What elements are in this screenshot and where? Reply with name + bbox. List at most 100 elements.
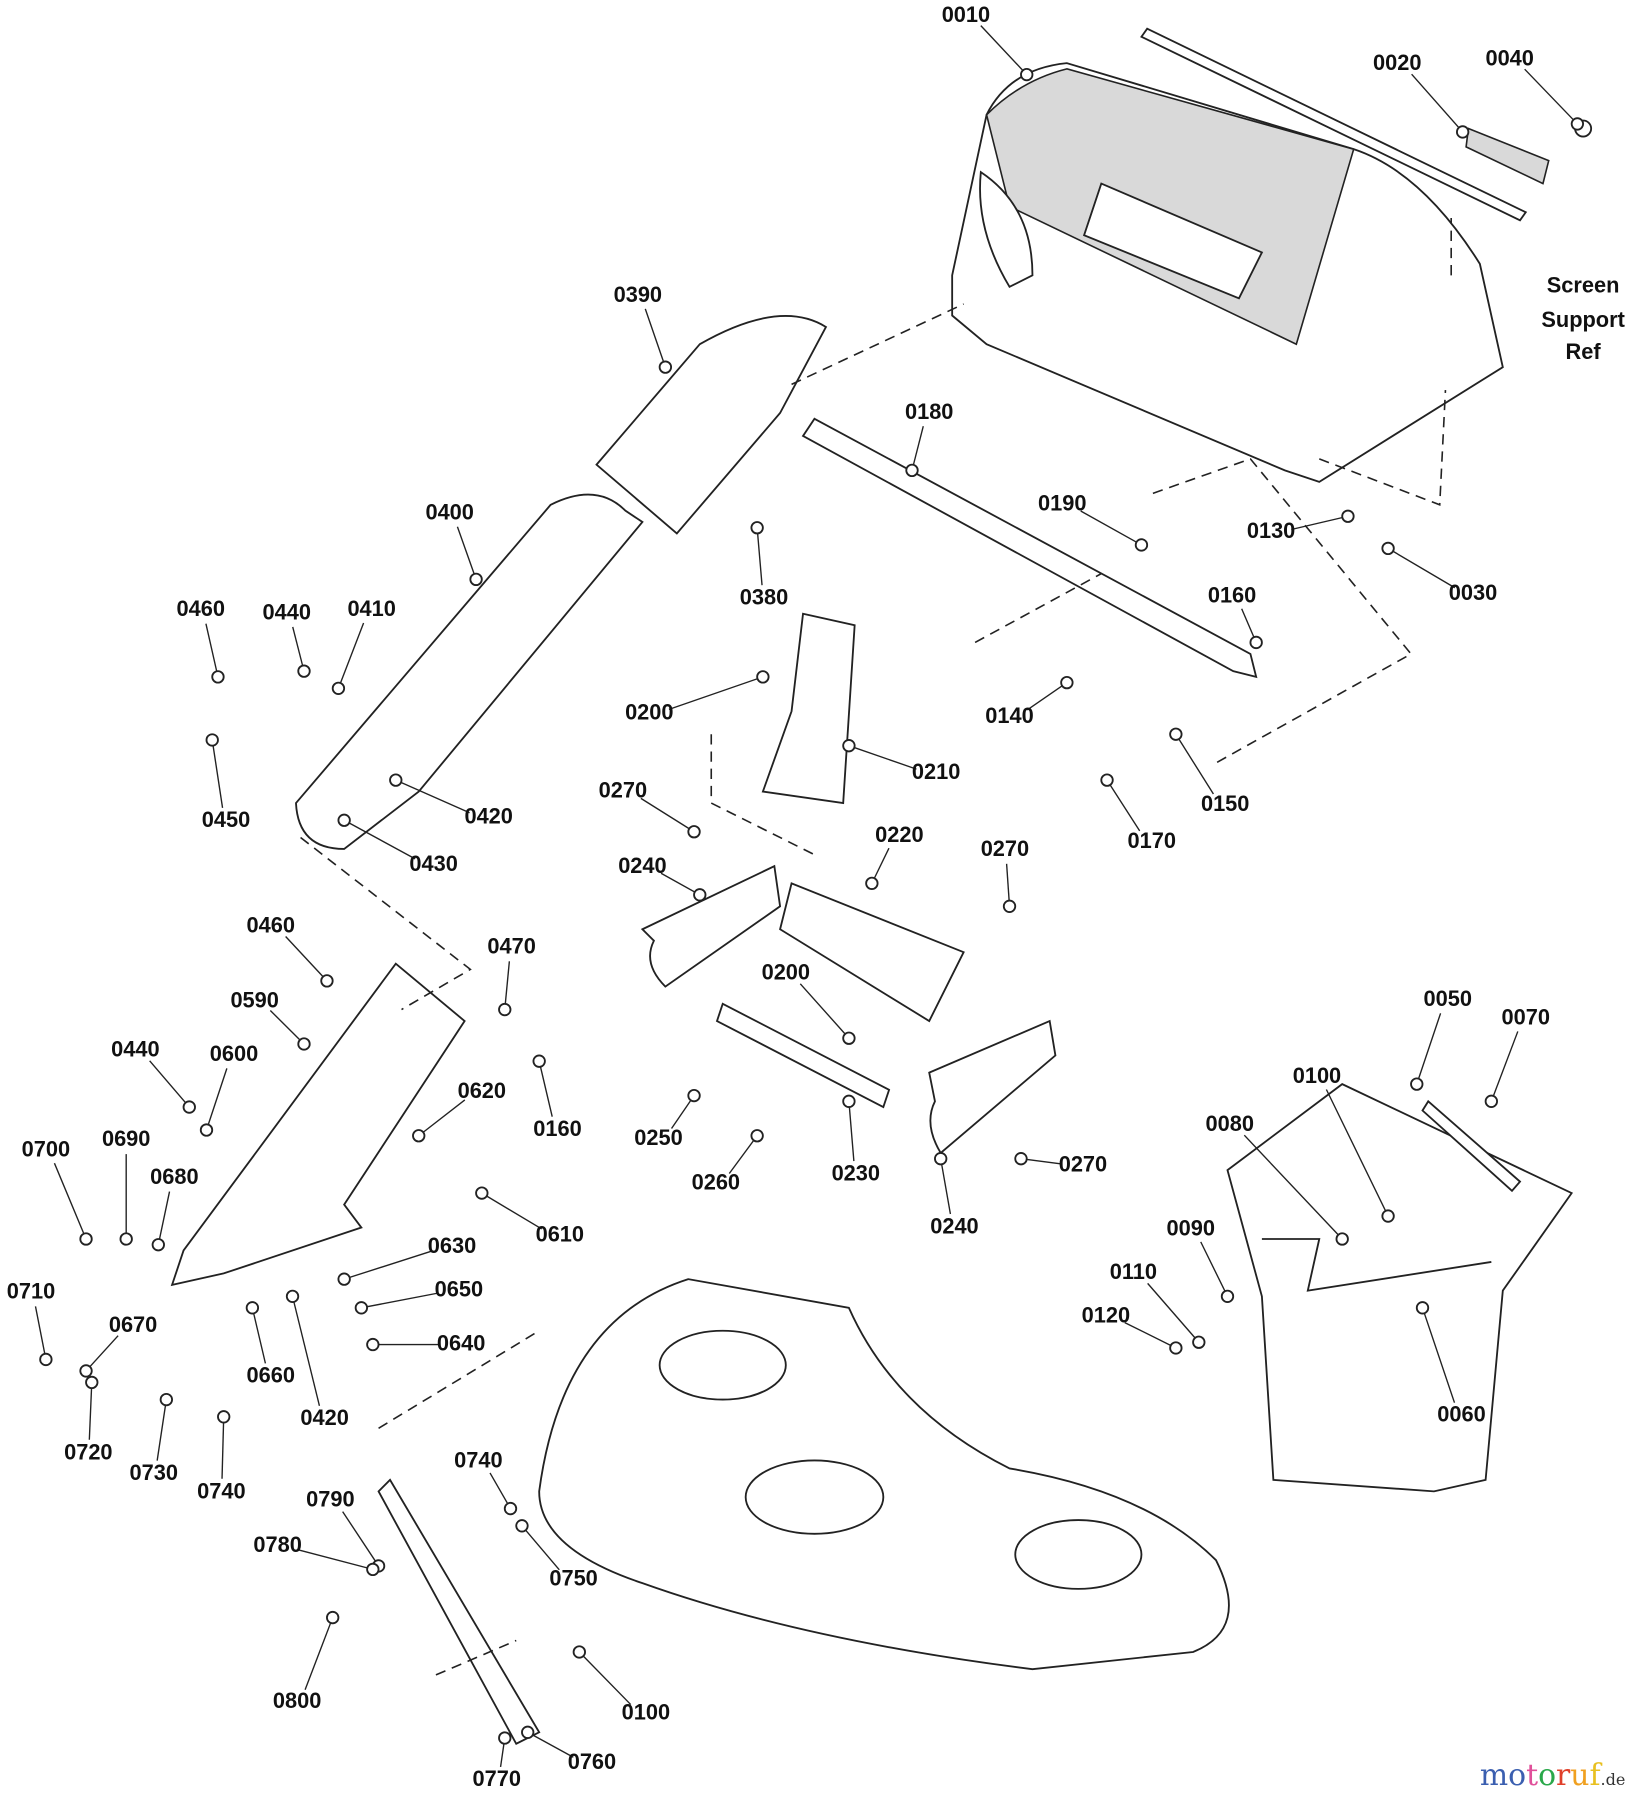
hardware-part bbox=[199, 1123, 214, 1137]
leader-line bbox=[53, 1162, 87, 1240]
part-number-label: 0020 bbox=[1373, 50, 1421, 75]
part-number-label: 0130 bbox=[1247, 518, 1295, 543]
leader-line bbox=[940, 1158, 952, 1215]
leader-line bbox=[297, 1548, 374, 1571]
part-number-label: 0200 bbox=[625, 699, 673, 724]
screen-support-ref-line1: Screen bbox=[1547, 273, 1620, 298]
hardware-part bbox=[39, 1352, 53, 1367]
hardware-part bbox=[119, 1232, 133, 1246]
hardware-part bbox=[865, 876, 879, 891]
hardware-part bbox=[1341, 509, 1355, 523]
hardware-part bbox=[326, 1610, 340, 1625]
screen-support-ref-line2: Support bbox=[1541, 307, 1624, 332]
part-number-label: 0270 bbox=[981, 836, 1029, 861]
rod-0070 bbox=[1421, 1099, 1522, 1193]
hardware-part bbox=[658, 360, 673, 374]
hardware-part bbox=[151, 1238, 165, 1252]
hardware-part bbox=[337, 1272, 351, 1286]
part-number-label: 0420 bbox=[300, 1405, 348, 1430]
leader-line bbox=[211, 739, 224, 808]
leader-line bbox=[342, 1511, 380, 1567]
part-number-label: 0250 bbox=[634, 1125, 682, 1150]
part-number-label: 0440 bbox=[263, 600, 311, 625]
part-number-label: 0040 bbox=[1485, 45, 1533, 70]
part-number-label: 0240 bbox=[930, 1213, 978, 1238]
leader-line bbox=[848, 1101, 855, 1162]
leader-line bbox=[848, 745, 917, 770]
part-number-label: 0460 bbox=[177, 596, 225, 621]
plate-0240-right bbox=[928, 1019, 1057, 1155]
hardware-part bbox=[521, 1725, 535, 1739]
part-number-label: 0100 bbox=[622, 1700, 670, 1725]
part-number-label: 0770 bbox=[472, 1766, 520, 1791]
leader-line bbox=[88, 1382, 93, 1440]
leader-line bbox=[1387, 547, 1456, 589]
leader-line bbox=[34, 1306, 47, 1360]
hardware-part bbox=[498, 1731, 512, 1745]
part-number-label: 0390 bbox=[614, 282, 662, 307]
leader-line bbox=[456, 526, 477, 580]
leader-line bbox=[660, 872, 701, 896]
part-number-label: 0590 bbox=[230, 987, 278, 1012]
leader-line bbox=[1291, 515, 1349, 531]
part-number-label: 0730 bbox=[129, 1460, 177, 1485]
hardware-part bbox=[1410, 1077, 1424, 1091]
discharge-tube bbox=[295, 493, 644, 850]
leader-line bbox=[980, 25, 1028, 76]
part-number-label: 0080 bbox=[1206, 1111, 1254, 1136]
leader-line bbox=[269, 1010, 305, 1045]
bracket-0210 bbox=[761, 612, 856, 805]
hardware-part bbox=[503, 1501, 518, 1516]
hardware-part bbox=[1381, 1209, 1395, 1223]
leader-line bbox=[504, 961, 511, 1010]
hardware-part bbox=[1014, 1152, 1028, 1166]
hardware-part bbox=[389, 773, 403, 787]
part-number-label: 0410 bbox=[347, 596, 395, 621]
hardware-part bbox=[756, 670, 770, 684]
leader-line bbox=[361, 1292, 439, 1309]
hardware-part bbox=[750, 521, 764, 535]
leader-line bbox=[1416, 1013, 1442, 1085]
part-number-label: 0060 bbox=[1437, 1401, 1485, 1426]
bar-0230 bbox=[715, 1002, 891, 1109]
part-number-label: 0430 bbox=[409, 851, 457, 876]
hardware-part bbox=[842, 1031, 856, 1045]
part-number-label: 0230 bbox=[832, 1161, 880, 1186]
part-number-label: 0790 bbox=[306, 1486, 354, 1511]
hardware-part bbox=[687, 1088, 701, 1103]
hardware-part bbox=[205, 733, 219, 747]
hardware-part bbox=[750, 1129, 764, 1143]
leader-line bbox=[291, 1296, 321, 1406]
leader-line bbox=[304, 1617, 334, 1691]
part-number-label: 0700 bbox=[22, 1136, 70, 1161]
part-number-label: 0220 bbox=[875, 822, 923, 847]
leader-line bbox=[1147, 1282, 1200, 1343]
hardware-part bbox=[297, 1037, 311, 1051]
lower-chute bbox=[170, 962, 466, 1287]
part-number-label: 0210 bbox=[912, 759, 960, 784]
hardware-part bbox=[159, 1392, 173, 1407]
hardware-part bbox=[1220, 1289, 1235, 1304]
leader-line bbox=[1026, 682, 1068, 711]
hardware-part bbox=[297, 664, 311, 678]
hardware-part bbox=[1192, 1335, 1206, 1349]
mower-deck bbox=[538, 1278, 1230, 1671]
leader-line bbox=[1490, 1031, 1519, 1102]
leader-line bbox=[1106, 779, 1141, 832]
hardware-part bbox=[1249, 635, 1263, 650]
plate-0240-left bbox=[640, 864, 782, 988]
hopper-latch bbox=[1465, 127, 1550, 185]
screen-support-ref-line3: Ref bbox=[1566, 339, 1602, 364]
hardware-part bbox=[1169, 1341, 1183, 1355]
leader-line bbox=[1124, 1321, 1177, 1349]
leader-line bbox=[1421, 1307, 1456, 1403]
part-number-label: 0050 bbox=[1424, 986, 1472, 1011]
grass-hopper-lid bbox=[951, 62, 1504, 483]
part-number-label: 0740 bbox=[454, 1447, 502, 1472]
part-number-label: 0120 bbox=[1082, 1303, 1130, 1328]
hardware-part bbox=[687, 825, 701, 839]
leader-line bbox=[221, 1416, 225, 1479]
part-number-label: 0470 bbox=[487, 933, 535, 958]
part-number-label: 0680 bbox=[150, 1164, 198, 1189]
leader-line bbox=[481, 1192, 543, 1230]
